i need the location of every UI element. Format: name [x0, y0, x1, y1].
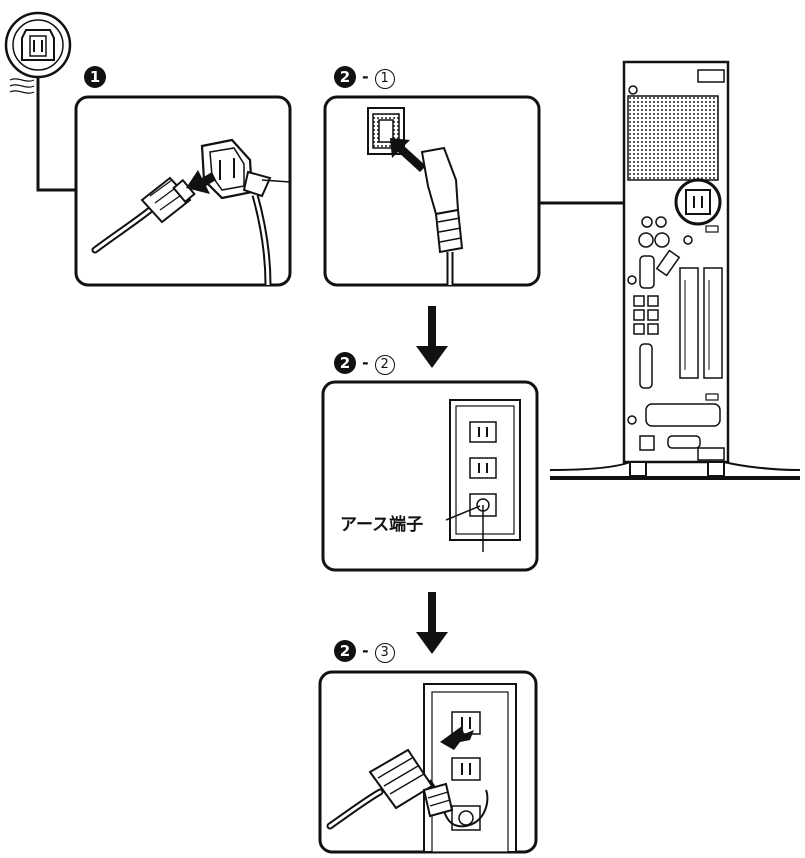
sub-step-number: 1: [374, 69, 395, 89]
earth-terminal-label: アース端子: [340, 515, 424, 535]
step-number: 2: [334, 352, 356, 374]
step-number: 1: [84, 66, 106, 88]
panel-2-1: [323, 95, 541, 287]
step-number: 2: [334, 66, 356, 88]
step-separator: -: [362, 353, 369, 372]
power-inlet-icon: [4, 11, 72, 94]
panel-1: [74, 95, 292, 287]
earth-terminal-leader: [445, 505, 481, 521]
down-arrow-2: [416, 592, 448, 654]
leader-line-1: [36, 77, 78, 192]
sub-step-number: 2: [374, 355, 395, 375]
step-label-1: 1: [84, 66, 106, 88]
step-separator: -: [362, 67, 369, 86]
pc-tower: [549, 60, 801, 480]
down-arrow-1: [416, 306, 448, 368]
panel-2-2: [321, 380, 539, 572]
step-separator: -: [362, 641, 369, 660]
step-number: 2: [334, 640, 356, 662]
step-label-2-3: 2-3: [334, 640, 395, 663]
sub-step-number: 3: [374, 643, 395, 663]
step-label-2-1: 2-1: [334, 66, 395, 89]
step-label-2-2: 2-2: [334, 352, 395, 375]
panel-2-3: [318, 670, 538, 854]
